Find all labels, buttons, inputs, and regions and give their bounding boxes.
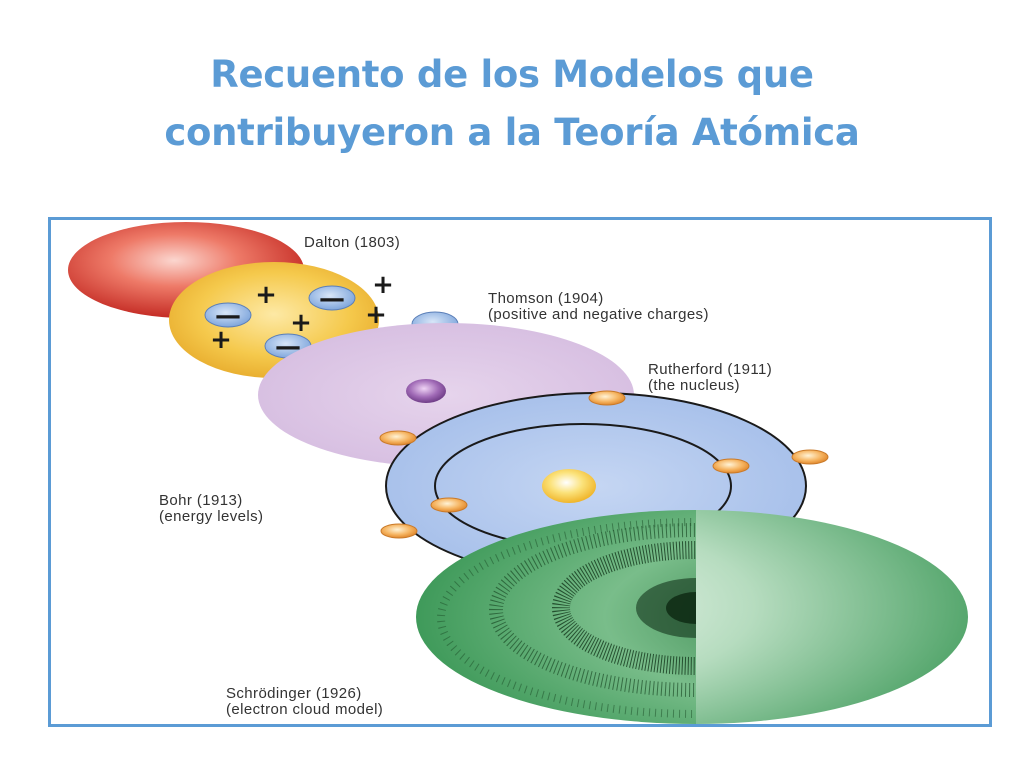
title-line-1: Recuento de los Modelos que <box>210 53 814 96</box>
label-schrodinger: Schrödinger (1926) <box>226 685 362 702</box>
atomic-models-svg: — — — + + + + + <box>68 222 968 724</box>
slide-title: Recuento de los Modelos que contribuyero… <box>0 46 1024 162</box>
positive-charge-icon: + + + + + <box>210 270 394 355</box>
label-thomson-note: (positive and negative charges) <box>488 306 709 323</box>
title-line-2: contribuyeron a la Teoría Atómica <box>164 111 860 154</box>
svg-text:+: + <box>255 280 277 310</box>
nucleus-icon <box>406 379 446 403</box>
label-dalton: Dalton (1803) <box>304 234 400 251</box>
svg-text:—: — <box>215 301 241 331</box>
label-thomson: Thomson (1904) <box>488 290 604 307</box>
schrodinger-sphere <box>416 510 968 724</box>
electron-icon <box>379 390 829 539</box>
label-schrodinger-note: (electron cloud model) <box>226 701 383 718</box>
label-rutherford-note: (the nucleus) <box>648 377 740 394</box>
svg-text:+: + <box>210 325 232 355</box>
nucleus-icon <box>542 469 596 503</box>
svg-text:+: + <box>365 300 387 330</box>
electron-cloud <box>437 518 696 718</box>
svg-text:+: + <box>372 270 394 300</box>
svg-text:—: — <box>319 284 345 314</box>
atomic-models-diagram: — — — + + + + + <box>48 217 992 727</box>
label-bohr: Bohr (1913) <box>159 492 243 509</box>
label-rutherford: Rutherford (1911) <box>648 361 772 378</box>
label-bohr-note: (energy levels) <box>159 508 263 525</box>
svg-text:+: + <box>290 308 312 338</box>
